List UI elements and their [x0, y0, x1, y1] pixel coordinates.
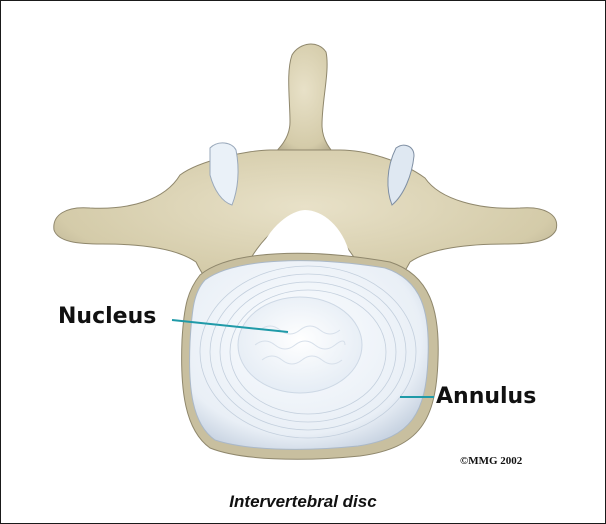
nucleus-label: Nucleus	[58, 304, 156, 329]
annulus-label: Annulus	[436, 384, 536, 409]
nucleus-pulposus	[238, 297, 362, 393]
spinous-process	[268, 44, 340, 160]
copyright-text: ©MMG 2002	[460, 455, 522, 467]
figure-caption: Intervertebral disc	[0, 492, 606, 512]
